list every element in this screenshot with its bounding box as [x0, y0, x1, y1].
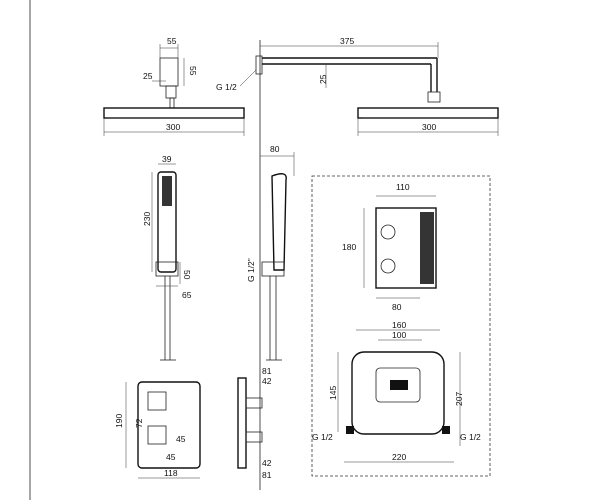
panel-side-plate [237, 377, 247, 469]
dim-arm-top-h: 55 [188, 66, 198, 76]
dim-rough-g-left: G 1/2 [312, 432, 333, 442]
panel-body [137, 381, 201, 469]
dim-panel-w: 118 [164, 468, 178, 478]
spray-face [162, 176, 172, 206]
side-knob-lower [245, 431, 263, 443]
hand-shower-body [157, 171, 177, 273]
side-knob-upper [245, 397, 263, 409]
dim-side-bot2: 81 [262, 470, 272, 480]
dim-box-h: 180 [342, 242, 356, 252]
mixer-panel-front: 190 72 45 45 118 [114, 381, 201, 479]
dim-side-top1: 81 [262, 366, 272, 376]
shower-head-left: 55 55 25 300 [103, 36, 245, 136]
thread-mid: G 1/2" [246, 258, 256, 282]
dim-arm-len: 375 [340, 36, 354, 46]
hand-shower-side: 80 G 1/2" [246, 144, 295, 361]
concealed-box: 110 180 80 [342, 182, 437, 312]
dim-rough-g-right: G 1/2 [460, 432, 481, 442]
box-back [420, 212, 434, 284]
dim-head-right-w: 300 [422, 122, 436, 132]
holder-front [155, 261, 179, 277]
valve-upper [380, 224, 396, 240]
g-left-fitting [346, 426, 354, 434]
dim-holder-depth: 80 [270, 144, 280, 154]
dim-panel-h2: 72 [134, 418, 144, 428]
dim-arm-drop: 25 [318, 74, 328, 84]
dim-rough-inner: 100 [392, 330, 406, 340]
rough-in-inner [390, 380, 408, 390]
hand-shower-side-body [271, 173, 287, 271]
rain-head-left [103, 107, 245, 119]
valve-lower [380, 258, 396, 274]
dim-hand-w: 39 [162, 154, 172, 164]
dim-box-depth: 80 [392, 302, 402, 312]
hand-shower-front: 39 230 50 65 [142, 154, 192, 361]
arm-neck [165, 85, 177, 99]
box-body [375, 207, 437, 289]
dim-hand-len: 230 [142, 212, 152, 226]
arm-pipe [169, 97, 175, 109]
dim-panel-h: 190 [114, 414, 124, 428]
thread-top: G 1/2 [216, 82, 237, 92]
holder-side [261, 261, 285, 277]
rough-in-outer [351, 351, 445, 435]
dim-arm-top-w: 55 [167, 36, 177, 46]
rough-in-plate: 100 160 145 207 220 G 1/2 G 1/2 [312, 320, 481, 463]
dim-panel-k1: 45 [176, 434, 186, 444]
arm-connector [159, 57, 179, 87]
dim-holder-h: 50 [182, 270, 192, 280]
rough-in-window [375, 367, 421, 403]
knob-lower [147, 425, 167, 445]
wall-flange [255, 55, 263, 75]
dim-rough-outer: 160 [392, 320, 406, 330]
dim-box-w: 110 [396, 182, 410, 192]
dim-rough-w: 220 [392, 452, 406, 462]
dim-rough-h1: 145 [328, 386, 338, 400]
dim-head-left-w: 300 [166, 122, 180, 132]
dim-side-top2: 42 [262, 376, 272, 386]
dim-panel-k2: 45 [166, 452, 176, 462]
g-right-fitting [442, 426, 450, 434]
mixer-panel-side: 81 42 42 81 [237, 366, 272, 480]
rain-head-right [357, 107, 499, 119]
knob-upper [147, 391, 167, 411]
concealed-box-frame [311, 175, 491, 477]
head-joint [427, 91, 441, 103]
dim-holder-w: 65 [182, 290, 192, 300]
shower-head-right: 375 25 G 1/2 300 [216, 36, 499, 490]
dim-side-bot1: 42 [262, 458, 272, 468]
dim-rough-h2: 207 [454, 392, 464, 406]
dim-arm-top-base: 25 [143, 71, 153, 81]
